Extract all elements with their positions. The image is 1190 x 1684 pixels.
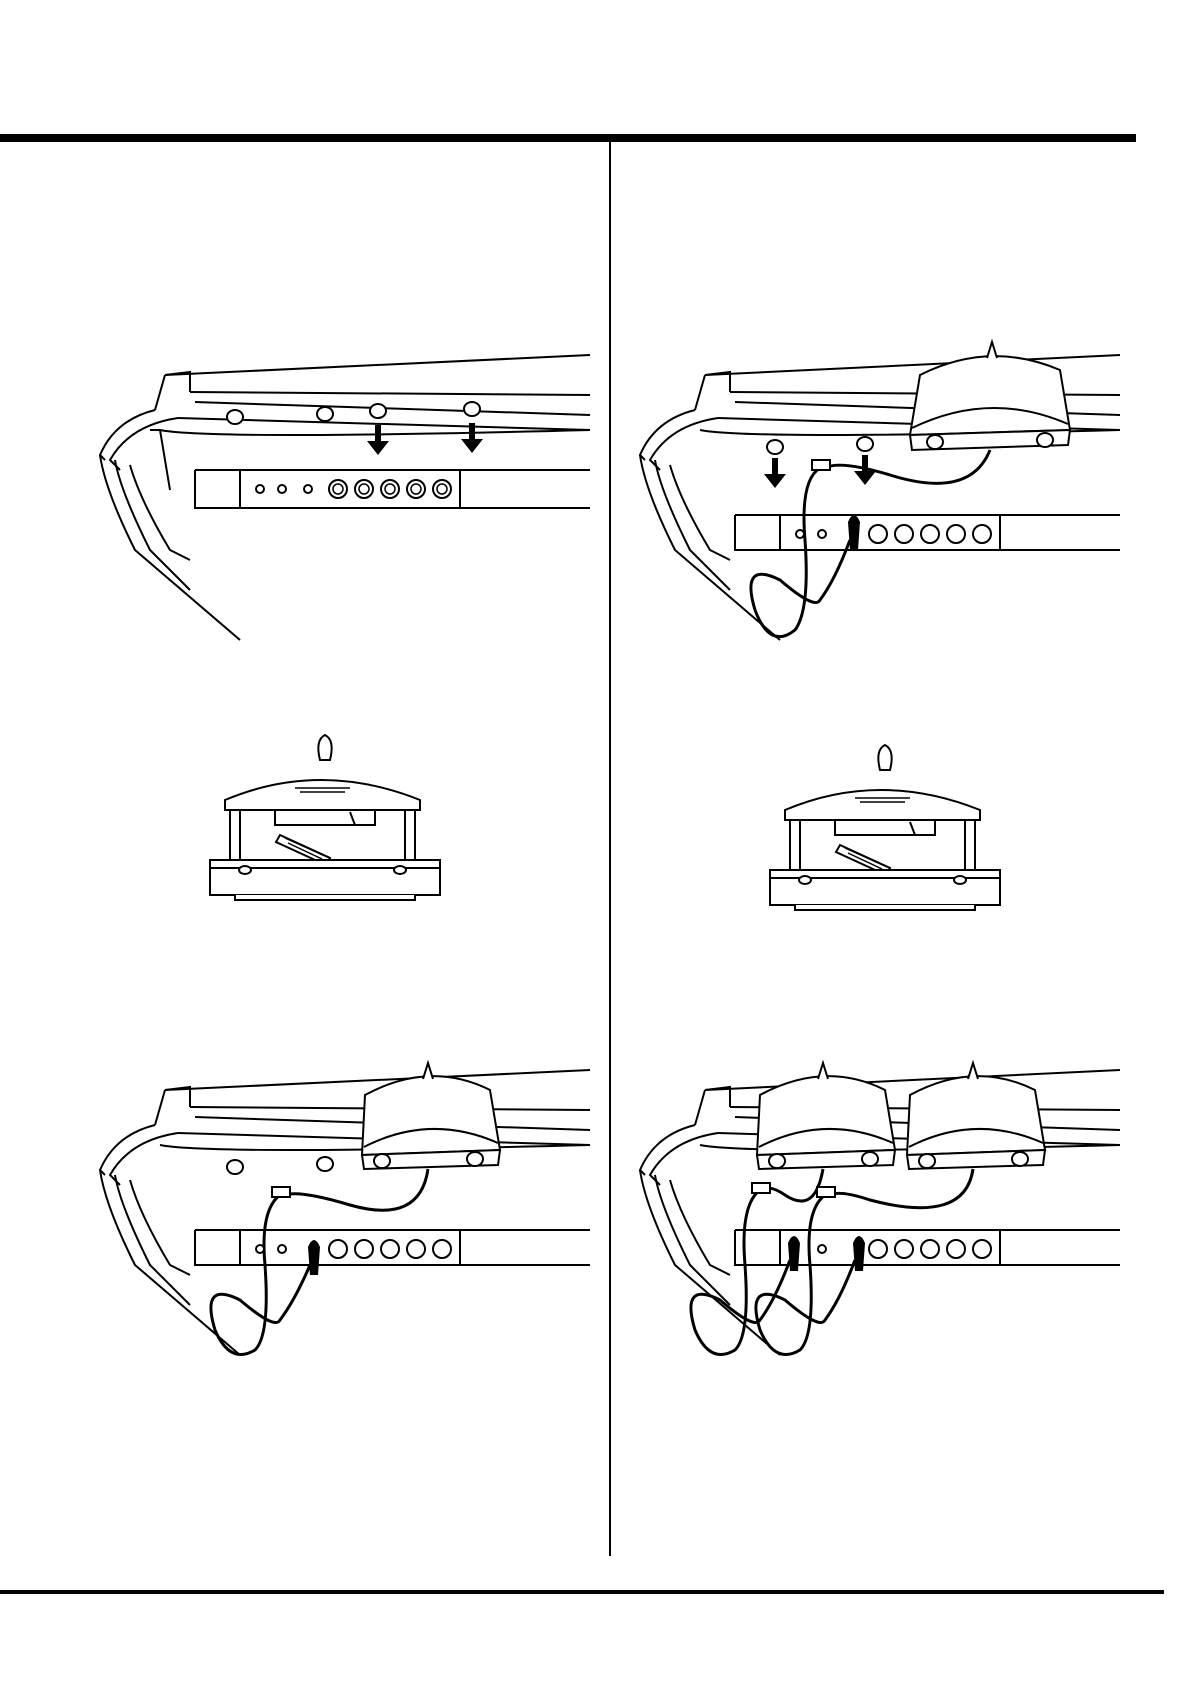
pedal-attach-step-illustration [640,350,1120,660]
bottom-rule [0,1590,1164,1594]
two-pedals-connected-illustration [640,1065,1120,1365]
column-divider [609,142,611,1556]
pedal-unit-open-illustration-2 [760,740,1030,920]
pedal-mounting-holes-illustration [100,350,590,640]
pedal-unit-open-illustration [200,730,470,910]
top-rule [0,134,1136,142]
single-pedal-connected-illustration [100,1065,590,1365]
